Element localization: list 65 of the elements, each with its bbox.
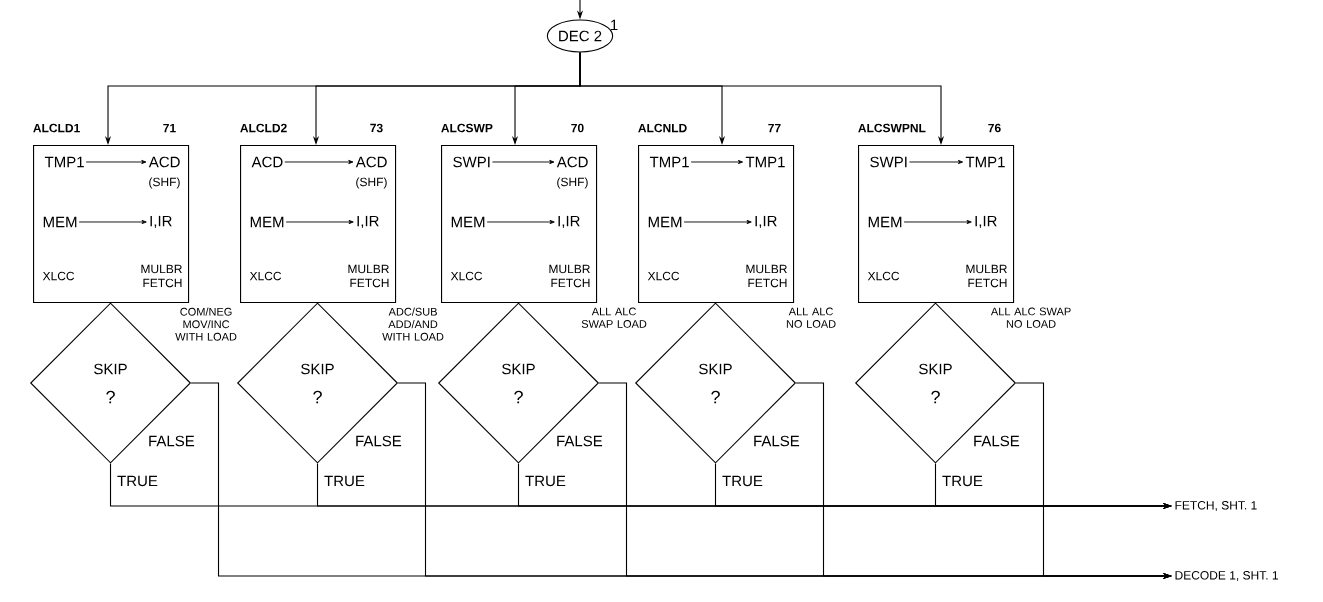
node-label: MEM — [451, 216, 485, 228]
node-label: XLCC — [249, 271, 282, 281]
node-label: (SHF) — [356, 177, 387, 189]
state-name: ALCSWPNL — [858, 123, 926, 133]
state-name: ALCLD1 — [33, 123, 80, 133]
node-label: I,IR — [755, 215, 777, 229]
node-label: MEM — [868, 216, 902, 228]
condition-note: ADC/SUB ADD/AND WITH LOAD — [382, 307, 444, 341]
node-label: TMP1 — [44, 156, 84, 168]
state-name: ALCLD2 — [240, 123, 287, 133]
edge-label: TRUE — [524, 474, 567, 488]
state-number: 73 — [370, 123, 383, 133]
node-label: MEM — [250, 216, 284, 228]
node-label: (SHF) — [557, 177, 588, 189]
node-label: SWPI — [453, 156, 490, 168]
node-label: ACD — [251, 156, 283, 168]
state-number: 71 — [163, 123, 176, 133]
node-label: MULBR FETCH — [746, 264, 787, 288]
condition-note: COM/NEG MOV/INC WITH LOAD — [175, 307, 237, 341]
node-label: TMP1 — [965, 156, 1005, 168]
node-label: (SHF) — [149, 177, 180, 189]
node-label: TMP1 — [745, 156, 785, 168]
condition-note: ALL ALC NO LOAD — [786, 307, 836, 328]
node-label: I,IR — [150, 215, 172, 229]
node-label: MULBR FETCH — [141, 264, 182, 288]
process-box: TMP1 ACD (SHF) MEM I,IR XLCC MULBR FETCH — [33, 145, 190, 304]
condition-note: ALL ALC SWAP LOAD — [581, 307, 647, 328]
connector-label: FETCH, SHT. 1 — [1175, 501, 1257, 511]
edge-label: FALSE — [972, 434, 1021, 448]
state-name: ALCNLD — [638, 123, 687, 133]
process-box: SWPI TMP1 MEM I,IR XLCC MULBR FETCH — [858, 145, 1015, 304]
edge-label: TRUE — [941, 474, 984, 488]
node-label: XLCC — [647, 271, 680, 281]
edge-label: TRUE — [323, 474, 366, 488]
connector-label: DECODE 1, SHT. 1 — [1175, 571, 1278, 581]
state-number: 76 — [988, 123, 1001, 133]
edge-label: FALSE — [752, 434, 801, 448]
edge-label: TRUE — [116, 474, 159, 488]
node-label: XLCC — [42, 271, 75, 281]
edge-label: TRUE — [721, 474, 764, 488]
node-label: MEM — [43, 216, 77, 228]
node-label: XLCC — [450, 271, 483, 281]
node-label: I,IR — [357, 215, 379, 229]
edge-label: FALSE — [147, 434, 196, 448]
edge-label: FALSE — [555, 434, 604, 448]
node-label: ACD — [556, 156, 588, 168]
condition-note: ALL ALC SWAP NO LOAD — [990, 307, 1071, 328]
node-label: MEM — [648, 216, 682, 228]
process-box: SWPI ACD (SHF) MEM I,IR XLCC MULBR FETCH — [441, 145, 598, 304]
node-label: TMP1 — [649, 156, 689, 168]
node-label: I,IR — [558, 215, 580, 229]
node-label: MULBR FETCH — [966, 264, 1007, 288]
state-number: 70 — [571, 123, 584, 133]
node-label: SWPI — [870, 156, 907, 168]
node-label: XLCC — [867, 271, 900, 281]
node-label: I,IR — [975, 215, 997, 229]
node-label: MULBR FETCH — [348, 264, 389, 288]
node-label: MULBR FETCH — [549, 264, 590, 288]
edge-label: FALSE — [354, 434, 403, 448]
process-box: ACD ACD (SHF) MEM I,IR XLCC MULBR FETCH — [240, 145, 397, 304]
state-number: 77 — [768, 123, 781, 133]
state-name: ALCSWP — [441, 123, 493, 133]
process-box: TMP1 TMP1 MEM I,IR XLCC MULBR FETCH — [638, 145, 795, 304]
node-label: ACD — [355, 156, 387, 168]
node-label: ACD — [148, 156, 180, 168]
